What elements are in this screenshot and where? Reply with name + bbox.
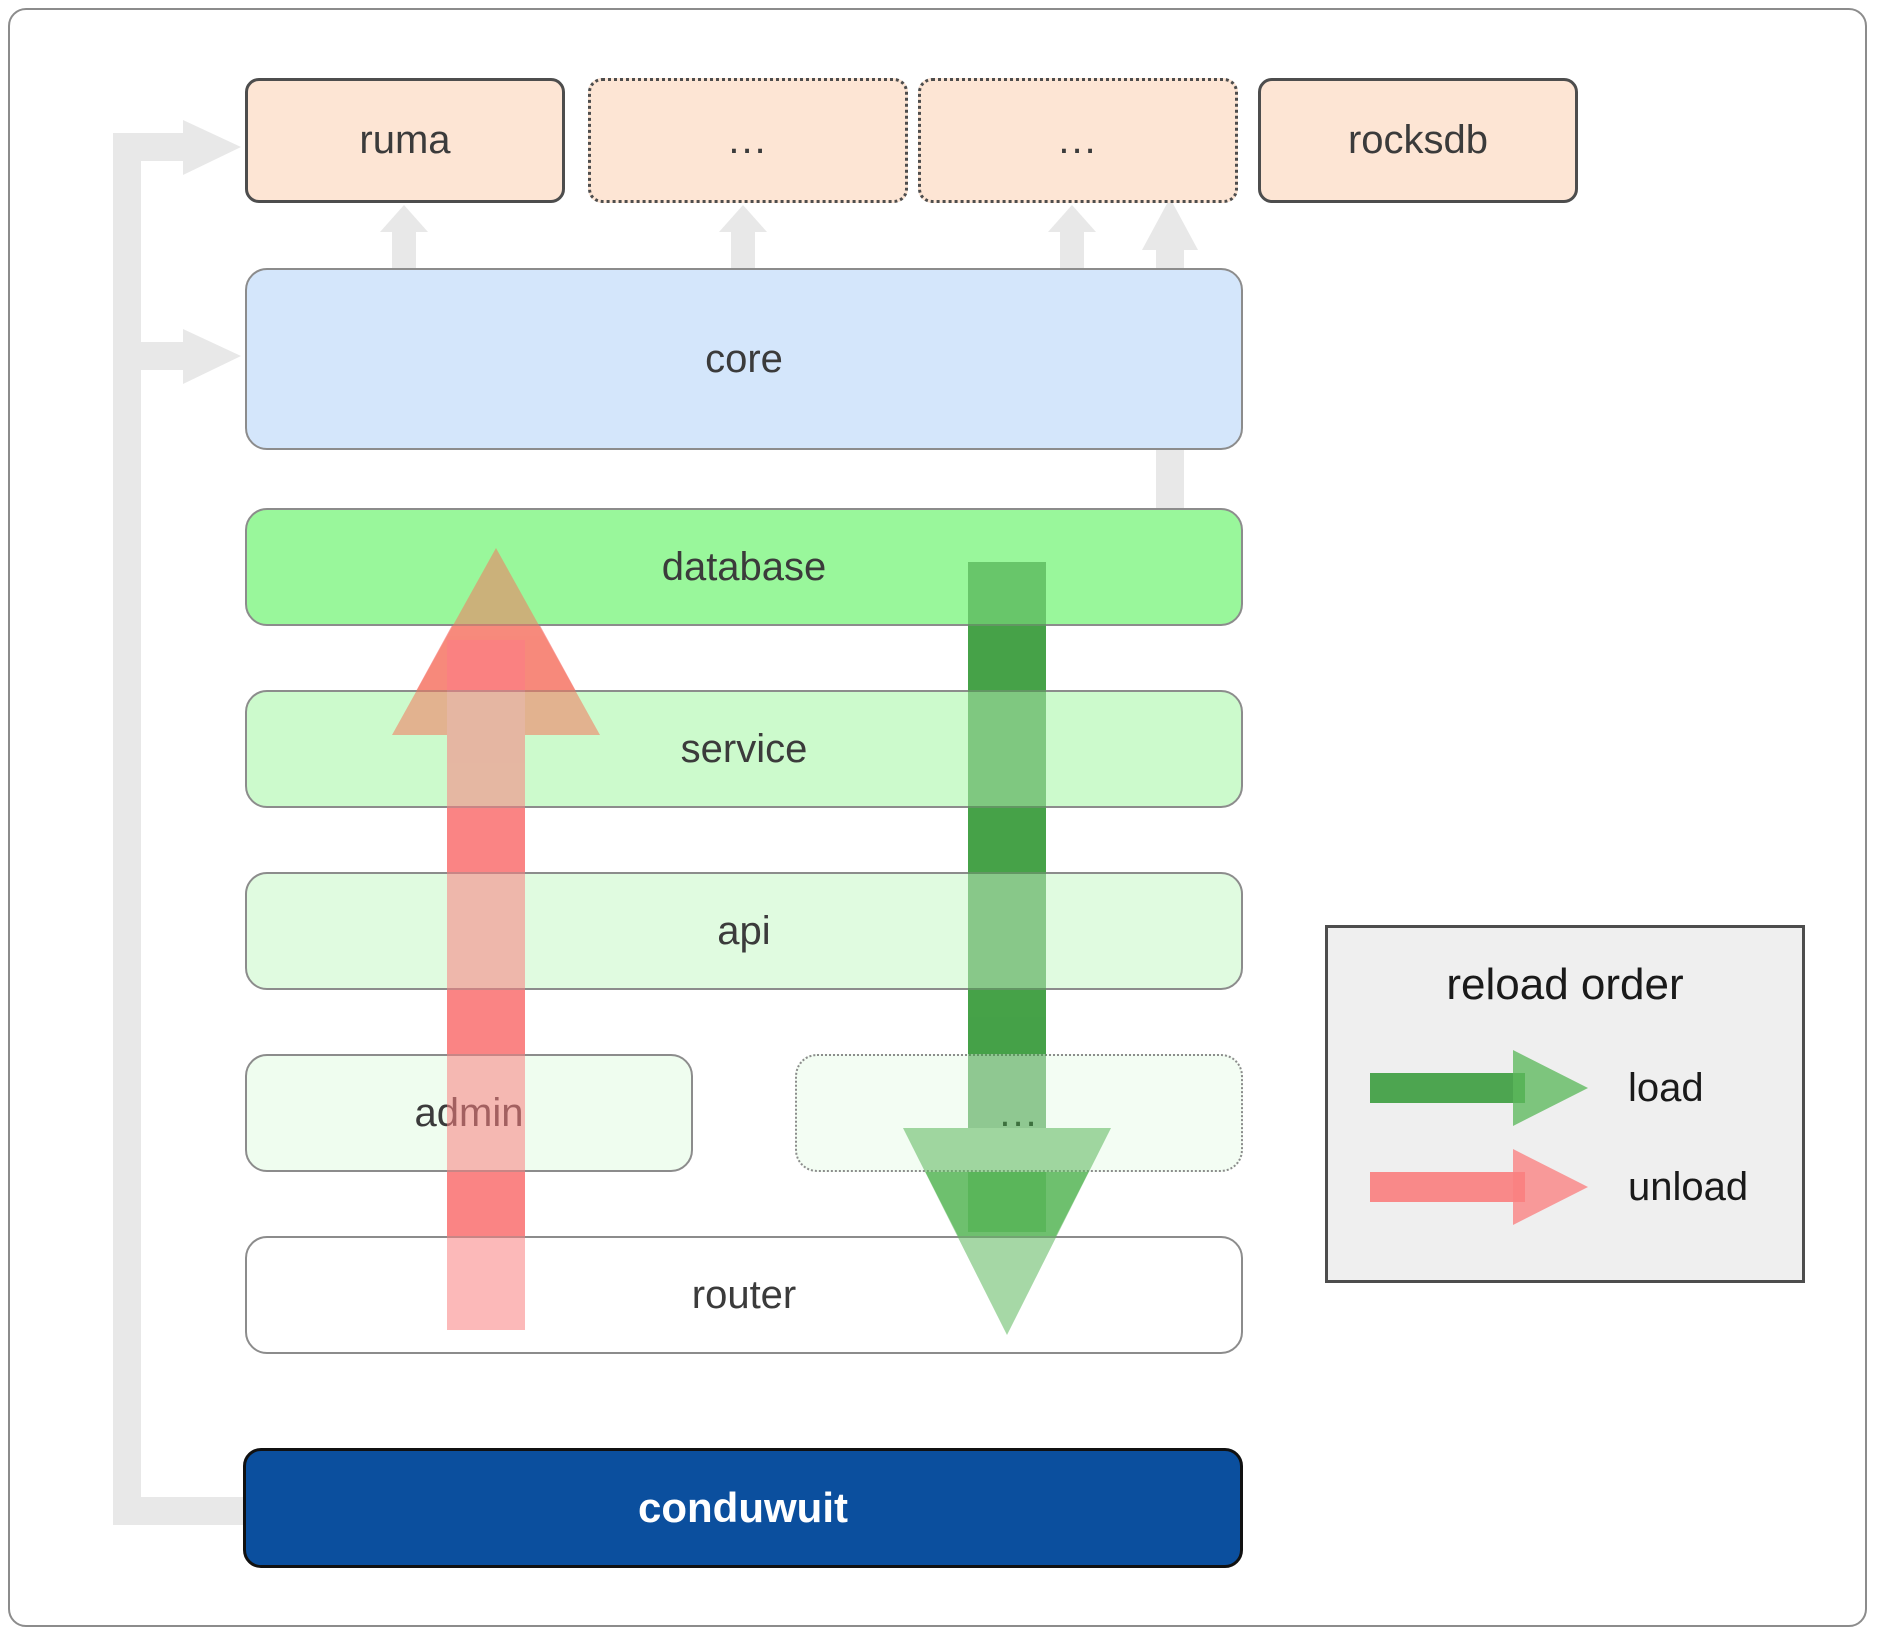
node-database-label: database [661, 544, 827, 589]
legend-title: reload order [1446, 960, 1684, 1009]
diagram-frame [8, 8, 1867, 1627]
node-core[interactable]: core [245, 268, 1243, 450]
node-service[interactable]: service [245, 690, 1243, 808]
node-admin-label: admin [414, 1090, 524, 1135]
node-ruma-label: ruma [359, 118, 451, 162]
legend-label-load: load [1628, 1066, 1704, 1110]
node-core-label: core [705, 336, 783, 381]
node-layer-ellipsis-label: ... [999, 1090, 1039, 1135]
legend-load-arrow-icon [1370, 1050, 1588, 1126]
node-api-label: api [717, 908, 771, 953]
node-api[interactable]: api [245, 872, 1243, 990]
legend-label-unload: unload [1628, 1165, 1749, 1209]
legend-unload-arrow-icon [1370, 1149, 1588, 1225]
node-conduwuit[interactable]: conduwuit [243, 1448, 1243, 1568]
node-database[interactable]: database [245, 508, 1243, 626]
node-service-label: service [680, 726, 808, 771]
legend-reload-order: reload order load unload [1325, 925, 1805, 1283]
node-layer-ellipsis[interactable]: ... [795, 1054, 1243, 1172]
node-dep-ellipsis-1[interactable]: ... [588, 78, 908, 203]
legend-arrows [1370, 1050, 1588, 1225]
node-router[interactable]: router [245, 1236, 1243, 1354]
node-admin[interactable]: admin [245, 1054, 693, 1172]
node-conduwuit-label: conduwuit [638, 1484, 848, 1531]
node-ruma[interactable]: ruma [245, 78, 565, 203]
node-router-label: router [691, 1272, 797, 1317]
node-rocksdb-label: rocksdb [1347, 118, 1489, 162]
node-dep-ellipsis-2[interactable]: ... [918, 78, 1238, 203]
node-dep-ellipsis-1-label: ... [728, 118, 768, 162]
node-rocksdb[interactable]: rocksdb [1258, 78, 1578, 203]
node-dep-ellipsis-2-label: ... [1058, 118, 1098, 162]
